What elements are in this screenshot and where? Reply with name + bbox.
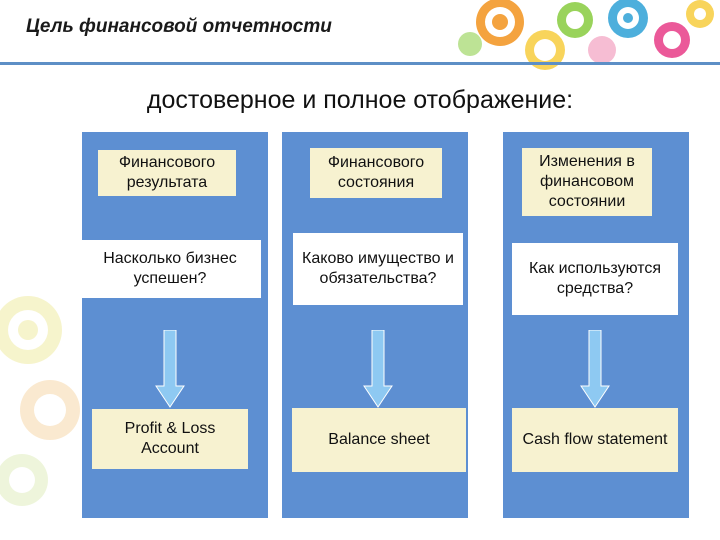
statement-text: Cash flow statement (522, 431, 668, 448)
question-box-financial-changes: Как используются средства? (512, 243, 678, 315)
heading-box-financial-result: Финансового результата (98, 150, 236, 196)
question-text: Как используются средства? (528, 260, 662, 297)
heading-text: Финансового результата (118, 154, 216, 191)
page-title: Цель финансовой отчетности (26, 16, 332, 37)
statement-box-financial-changes: Cash flow statement (512, 408, 678, 472)
question-text: Насколько бизнес успешен? (103, 250, 237, 287)
arrow-down-financial-result (155, 330, 185, 408)
question-box-financial-result: Насколько бизнес успешен? (79, 240, 261, 298)
statement-text: Profit & Loss Account (124, 420, 216, 457)
heading-text: Изменения в финансовом состоянии (539, 153, 635, 210)
arrow-down-financial-changes (580, 330, 610, 408)
question-text: Каково имущество и обязательства? (302, 250, 454, 287)
diagram-subtitle: достоверное и полное отображение: (146, 86, 574, 114)
heading-text: Финансового состояния (327, 154, 425, 191)
swirl-top-right-cluster (458, 0, 714, 70)
swirl-left-cluster (0, 296, 80, 506)
arrow-down-financial-position (363, 330, 393, 408)
heading-box-financial-changes: Изменения в финансовом состоянии (522, 148, 652, 216)
statement-box-financial-position: Balance sheet (292, 408, 466, 472)
heading-box-financial-position: Финансового состояния (310, 148, 442, 198)
statement-box-financial-result: Profit & Loss Account (92, 409, 248, 469)
header-divider (0, 62, 720, 65)
statement-text: Balance sheet (328, 431, 430, 448)
question-box-financial-position: Каково имущество и обязательства? (293, 233, 463, 305)
